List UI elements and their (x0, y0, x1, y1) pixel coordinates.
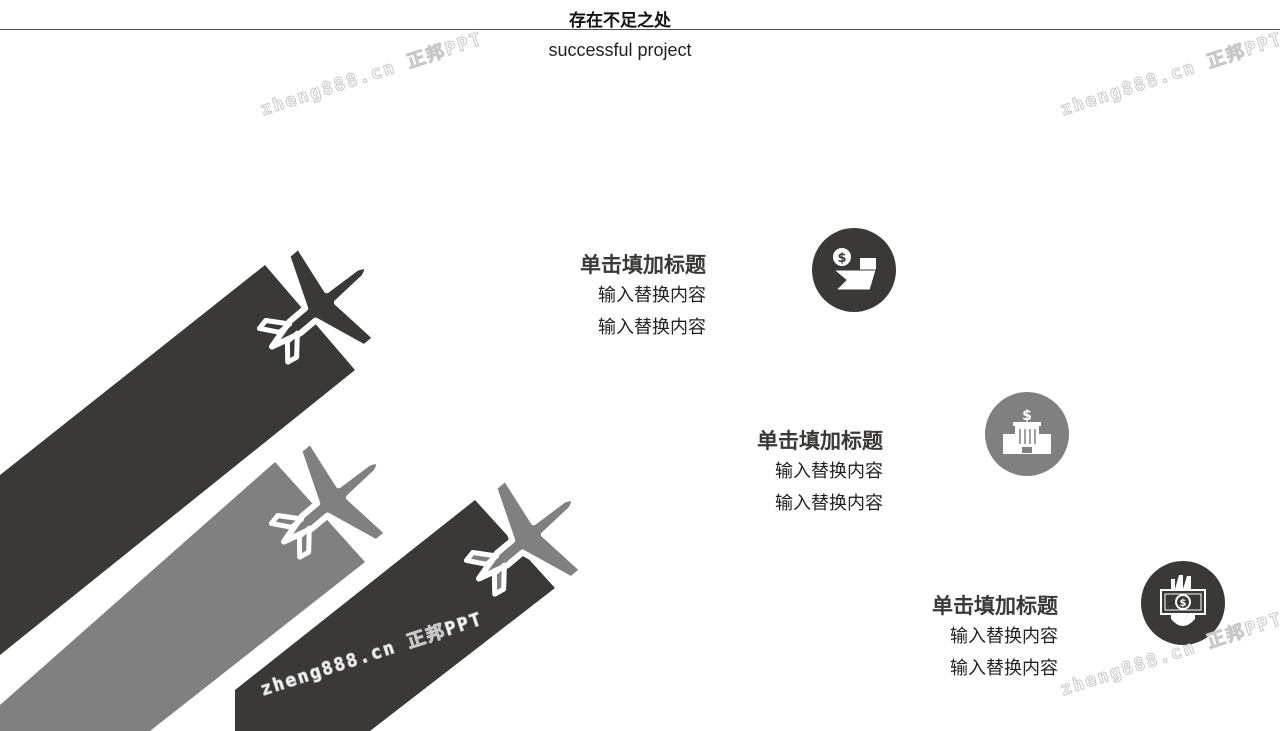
block-line[interactable]: 输入替换内容 (950, 658, 1058, 679)
block-heading[interactable]: 单击填加标题 (932, 594, 1058, 618)
block-line[interactable]: 输入替换内容 (598, 317, 706, 338)
svg-text:$: $ (837, 251, 846, 266)
info-block-3: 单击填加标题 输入替换内容 输入替换内容 (818, 591, 1058, 685)
money-folder-icon: $ (812, 228, 896, 312)
bank-icon: $ (985, 392, 1069, 476)
info-block-1: 单击填加标题 输入替换内容 输入替换内容 (466, 250, 706, 344)
strip-gray (0, 462, 365, 731)
info-block-2: 单击填加标题 输入替换内容 输入替换内容 (643, 426, 883, 520)
cash-in-hand-icon: $ (1141, 561, 1225, 645)
block-line[interactable]: 输入替换内容 (950, 626, 1058, 647)
block-heading[interactable]: 单击填加标题 (757, 429, 883, 453)
svg-text:$: $ (1180, 598, 1187, 609)
block-line[interactable]: 输入替换内容 (775, 461, 883, 482)
strip-dark-1 (0, 265, 355, 655)
block-line[interactable]: 输入替换内容 (598, 285, 706, 306)
title-divider (0, 29, 1280, 30)
svg-text:$: $ (1022, 408, 1032, 424)
block-line[interactable]: 输入替换内容 (775, 493, 883, 514)
slide-subtitle: successful project (548, 40, 692, 60)
slide-title: 存在不足之处 (569, 11, 671, 31)
block-heading[interactable]: 单击填加标题 (580, 253, 706, 277)
